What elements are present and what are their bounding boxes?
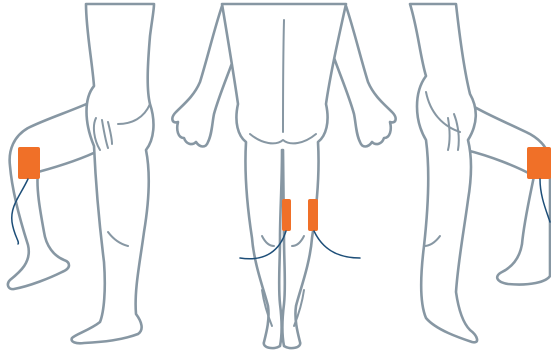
left-side-view [8, 4, 154, 343]
left-view-body [72, 4, 154, 343]
right-view-body [410, 4, 477, 342]
right-side-view [410, 4, 551, 342]
back-view [172, 4, 395, 348]
back-view-electrode-left [282, 199, 291, 231]
right-view-electrode [527, 147, 551, 179]
back-view-lead-wire-right [314, 231, 360, 258]
left-view-raised-leg [8, 98, 100, 289]
back-view-electrode-right [308, 199, 318, 231]
back-view-spine [283, 20, 284, 132]
left-view-electrode [18, 147, 40, 179]
